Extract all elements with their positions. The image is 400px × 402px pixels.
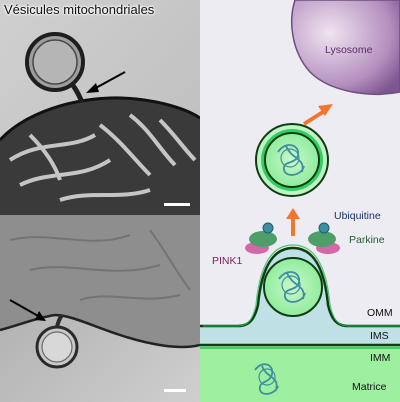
label-ims: IMS xyxy=(370,330,389,342)
arrow-to-lysosome xyxy=(302,104,333,126)
outer-membrane xyxy=(200,246,400,328)
label-parkine: Parkine xyxy=(349,234,385,246)
label-pink1: PINK1 xyxy=(212,255,243,267)
ubiquitin-right-shape xyxy=(318,222,330,234)
matrix-region xyxy=(200,345,400,402)
diagram-panel: Lysosome Ubiquitine Parkine PINK1 OMM IM… xyxy=(200,0,400,402)
matrix-protein-icon xyxy=(254,363,279,395)
micrograph-panel: Vésicules mitochondriales xyxy=(0,0,200,402)
parkin-left-shape xyxy=(249,231,277,247)
diagram-svg xyxy=(200,0,400,402)
ubiquitin-left-shape xyxy=(262,222,274,234)
label-ubiquitine: Ubiquitine xyxy=(334,210,381,222)
budding-vesicle xyxy=(263,257,323,317)
label-lysosome: Lysosome xyxy=(325,44,373,56)
parkin-right-shape xyxy=(308,231,336,247)
label-omm: OMM xyxy=(367,307,393,319)
label-matrice: Matrice xyxy=(352,381,387,393)
arrow-budding-up xyxy=(286,208,300,236)
label-imm: IMM xyxy=(370,352,391,364)
free-vesicle xyxy=(255,123,329,197)
micrograph-title: Vésicules mitochondriales xyxy=(4,2,155,17)
micrograph-image xyxy=(0,0,200,402)
lysosome-shape xyxy=(291,0,400,95)
